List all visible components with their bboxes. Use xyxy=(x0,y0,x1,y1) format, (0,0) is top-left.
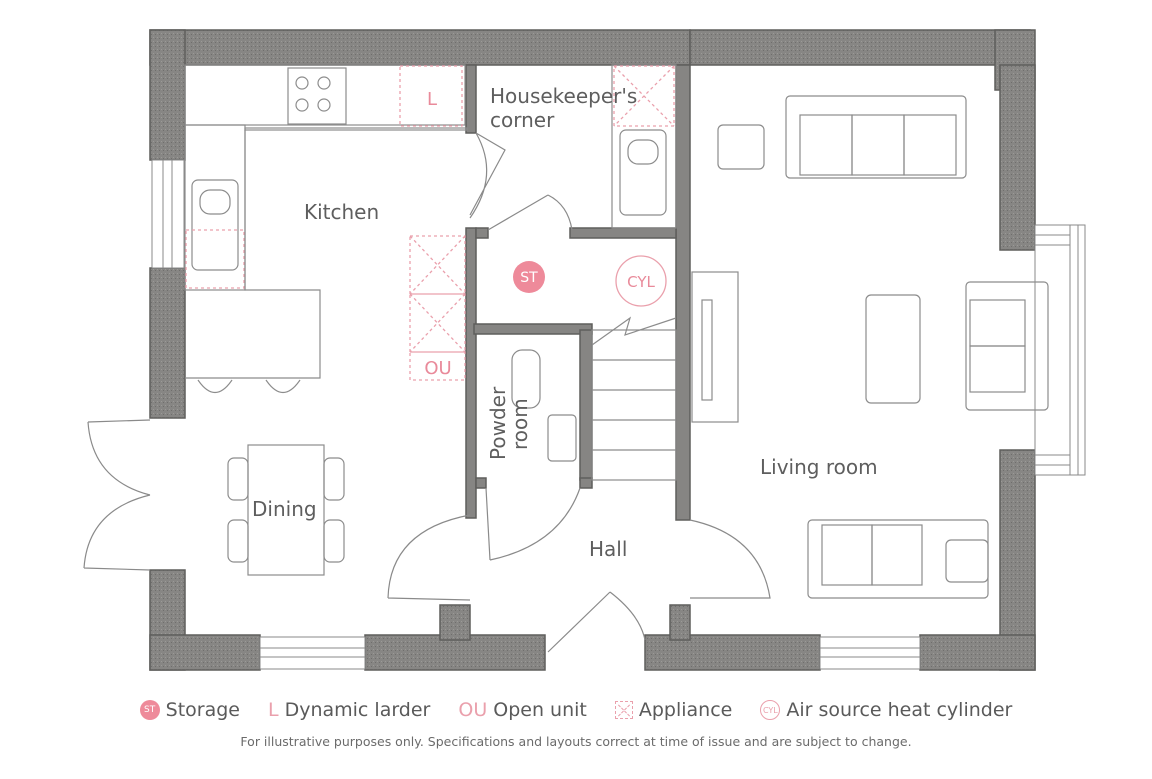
room-label-powder-1: Powder xyxy=(486,386,510,460)
staircase xyxy=(591,316,677,481)
room-label-housekeeper-2: corner xyxy=(490,108,555,132)
room-label-hall: Hall xyxy=(589,537,627,561)
windows xyxy=(151,159,1086,670)
legend-appliance: Appliance xyxy=(614,699,733,721)
legend: ST Storage L Dynamic larder OU Open unit… xyxy=(0,693,1152,727)
exterior-walls xyxy=(149,29,1036,671)
legend-cylinder-text: Air source heat cylinder xyxy=(786,699,1013,721)
cylinder-symbol-icon: CYL xyxy=(760,700,781,720)
room-label-powder-2: room xyxy=(508,398,532,450)
legend-storage: ST Storage xyxy=(139,699,240,721)
legend-cylinder: CYL Air source heat cylinder xyxy=(760,699,1012,721)
room-label-housekeeper-1: Housekeeper's xyxy=(490,84,637,108)
legend-appliance-text: Appliance xyxy=(638,699,733,721)
larder-symbol-icon: L xyxy=(267,699,279,721)
dining-table xyxy=(227,444,345,576)
legend-open-unit: OU Open unit xyxy=(458,699,586,721)
housekeeper-fittings xyxy=(611,64,677,229)
cylinder-marker xyxy=(615,255,667,307)
legend-larder-text: Dynamic larder xyxy=(284,699,431,721)
doors xyxy=(83,132,771,653)
disclaimer: For illustrative purposes only. Specific… xyxy=(240,734,912,749)
storage-marker-label: ST xyxy=(520,270,538,286)
larder-marker-label: L xyxy=(427,89,437,110)
cylinder-marker-label: CYL xyxy=(627,273,655,291)
storage-marker xyxy=(513,261,545,293)
kitchen-fittings xyxy=(184,64,468,394)
interior-walls xyxy=(465,64,691,521)
legend-storage-text: Storage xyxy=(165,699,240,721)
storage-symbol-icon: ST xyxy=(139,700,160,720)
living-furniture xyxy=(691,95,1049,599)
room-label-living: Living room xyxy=(760,455,878,479)
powder-fittings xyxy=(511,349,577,462)
open-unit-symbol-icon: OU xyxy=(458,699,488,721)
legend-open-unit-text: Open unit xyxy=(493,699,587,721)
room-label-kitchen: Kitchen xyxy=(304,200,379,224)
open-unit-marker-label: OU xyxy=(424,358,451,379)
appliance-symbol-icon xyxy=(614,701,633,719)
room-label-dining: Dining xyxy=(252,497,317,521)
legend-larder: L Dynamic larder xyxy=(268,699,430,721)
floor-plan: Kitchen Housekeeper's corner Dining Hall… xyxy=(83,29,1086,671)
